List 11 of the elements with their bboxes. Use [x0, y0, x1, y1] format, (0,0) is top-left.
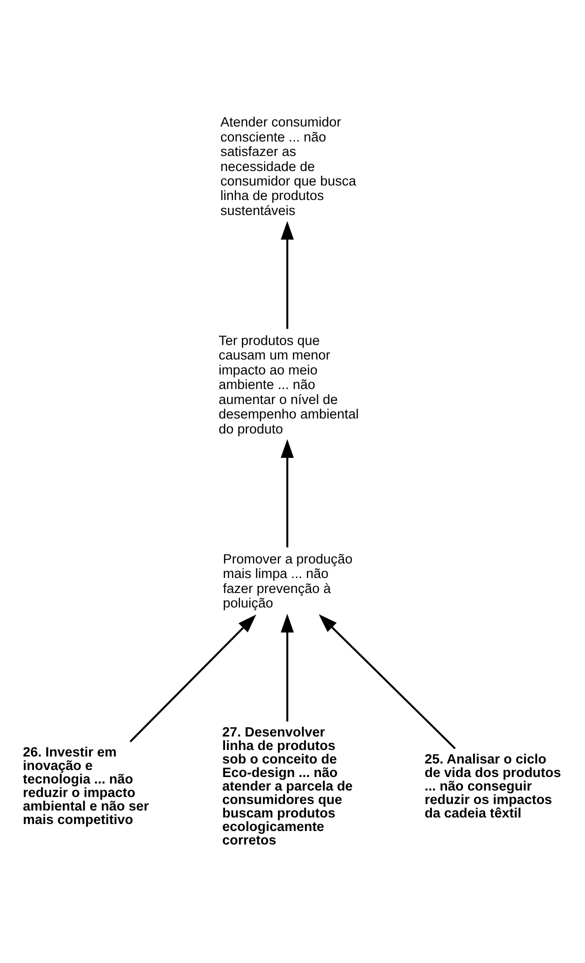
node-text: 26. Investir em inovação e tecnologia ... não reduzir o impacto ambiental e não ser mais competitivo	[22, 744, 149, 827]
arrow	[130, 614, 256, 742]
arrow	[280, 220, 294, 328]
arrow	[280, 438, 294, 547]
node-text: Ter produtos que causam um menor impacto ao meio ambiente ... não aumentar o nível de desempenho ambiental do produto	[218, 332, 359, 436]
node-text: Atender consumidor consciente ... não satisfazer as necessidade de consumidor que busca linha de produtos sustentáveis	[220, 114, 356, 218]
arrow	[280, 613, 294, 721]
arrow	[318, 614, 456, 749]
node-text: 25. Analisar o ciclo de vida dos produtos ... não conseguir reduzir os impactos da cadeia têxtil	[424, 750, 562, 820]
node-text: 27. Desenvolver linha de produtos sob o conceito de Eco-design ... não atender a parcela de consumidores que buscam produtos ecologicamente corretos	[222, 724, 353, 847]
node-text: Promover a produção mais limpa ... não fazer prevenção à poluição	[222, 550, 353, 610]
